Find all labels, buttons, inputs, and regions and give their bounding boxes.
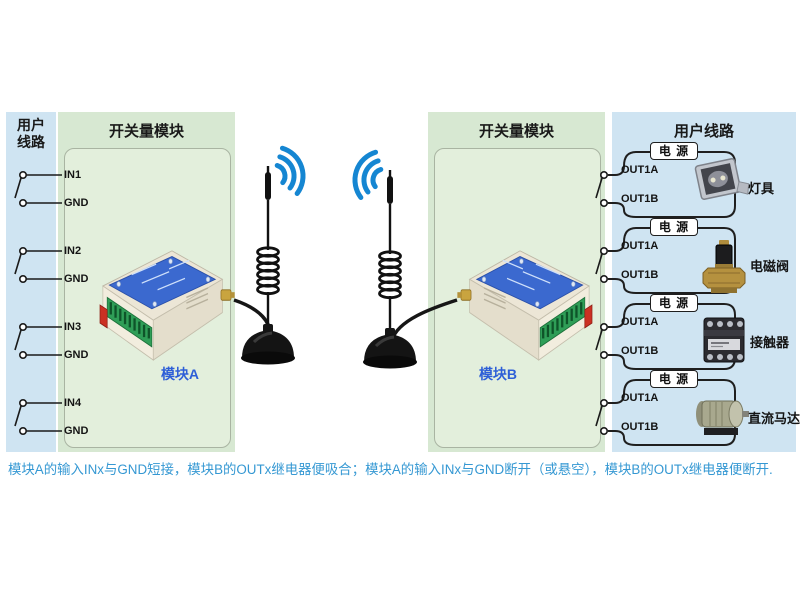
lamp-device-label: 灯具 xyxy=(748,181,775,196)
left-panel-title-line1: 用户 xyxy=(17,117,45,133)
output-contact-2 xyxy=(595,247,608,283)
wifi-signal-icon-b xyxy=(349,148,385,200)
output-contact-3 xyxy=(595,322,608,359)
right-panel-title: 用户线路 xyxy=(673,123,734,140)
input-switch-2 xyxy=(14,247,62,283)
module-b-photo xyxy=(455,249,594,362)
wifi-signal-icon-a xyxy=(273,144,309,196)
power-box-3: 电 源 xyxy=(650,294,698,312)
floodlight-icon xyxy=(694,158,750,200)
out1b-label-1: OUT1B xyxy=(621,193,659,205)
solenoid-valve-icon xyxy=(702,240,746,293)
out1a-label-2: OUT1A xyxy=(621,240,659,252)
power-box-1: 电 源 xyxy=(650,142,698,160)
module-b-header: 开关量模块 xyxy=(478,123,554,140)
module-b-label: 模块B xyxy=(478,366,518,382)
dc-motor-icon xyxy=(696,400,749,435)
out1b-label-3: OUT1B xyxy=(621,345,659,357)
left-user-lines-panel xyxy=(6,112,56,452)
in2-label: IN2 xyxy=(64,245,82,257)
left-panel-title-line2: 线路 xyxy=(17,134,45,150)
output-contact-4 xyxy=(595,398,608,435)
in1-label: IN1 xyxy=(64,169,82,181)
in3-label: IN3 xyxy=(64,321,82,333)
gnd3-label: GND xyxy=(64,349,89,361)
contactor-device-label: 接触器 xyxy=(750,335,790,350)
power-box-2: 电 源 xyxy=(650,218,698,236)
module-a-label: 模块A xyxy=(160,366,200,382)
caption-text: 模块A的输入INx与GND短接，模块B的OUTx继电器便吸合；模块A的输入INx… xyxy=(8,462,773,477)
input-switch-3 xyxy=(14,322,62,359)
gnd1-label: GND xyxy=(64,197,89,209)
antenna-b xyxy=(361,168,419,370)
module-a-photo xyxy=(98,249,237,362)
contactor-icon xyxy=(703,317,745,363)
gnd2-label: GND xyxy=(64,273,89,285)
gnd4-label: GND xyxy=(64,425,89,437)
valve-device-label: 电磁阀 xyxy=(750,259,790,274)
motor-device-label: 直流马达 xyxy=(748,411,800,426)
power-box-4: 电 源 xyxy=(650,370,698,388)
out1b-label-4: OUT1B xyxy=(621,421,659,433)
in4-label: IN4 xyxy=(64,397,82,409)
input-switch-1 xyxy=(14,171,62,208)
out1a-label-3: OUT1A xyxy=(621,316,659,328)
module-a-header: 开关量模块 xyxy=(108,123,184,140)
output-contact-1 xyxy=(595,171,608,208)
input-switch-4 xyxy=(14,398,62,435)
out1a-label-1: OUT1A xyxy=(621,164,659,176)
left-panel-title: 用户 线路 xyxy=(6,117,56,151)
antenna-a xyxy=(239,164,297,366)
antenna-b-cable xyxy=(390,298,458,341)
out1a-label-4: OUT1A xyxy=(621,392,659,404)
out1b-label-2: OUT1B xyxy=(621,269,659,281)
